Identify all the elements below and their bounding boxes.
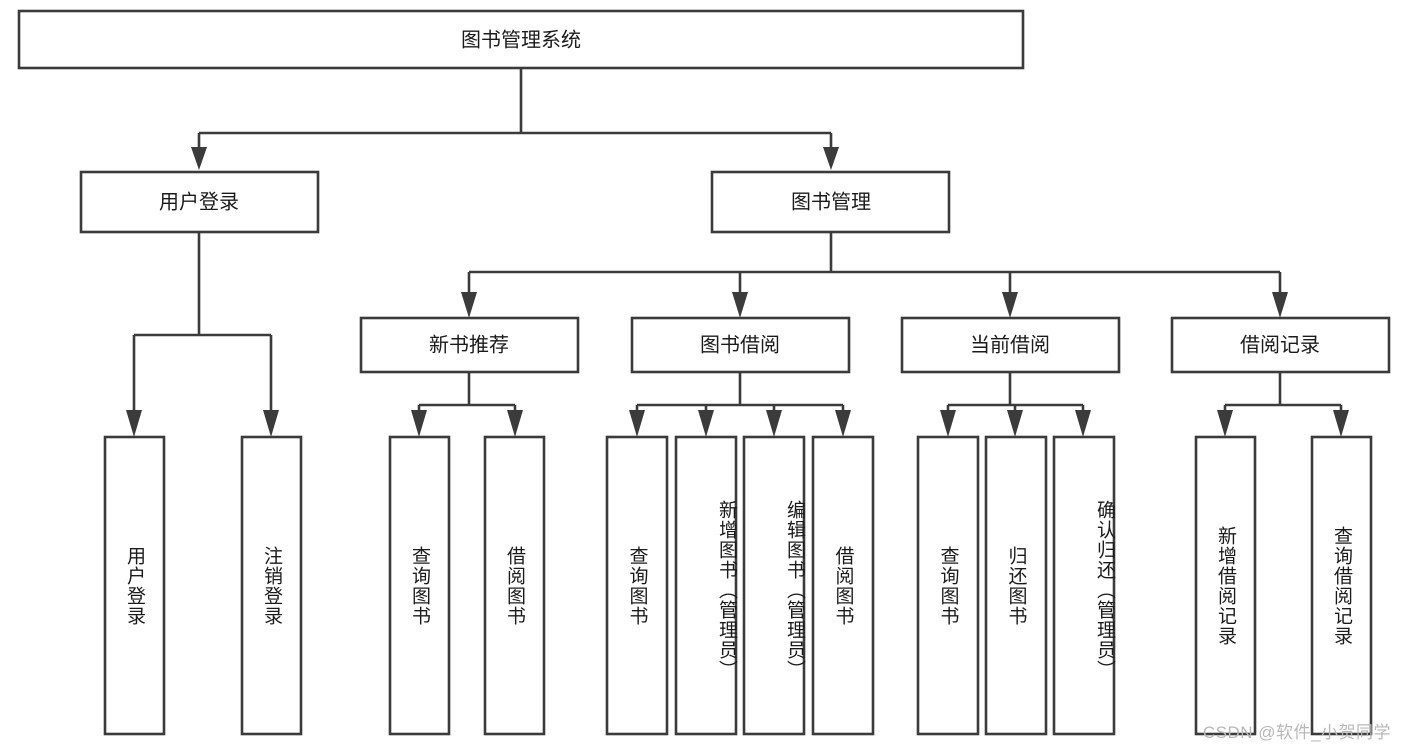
arrowhead-current-borrow-leaf3 [1075, 410, 1091, 437]
leaf-user-login-login[interactable] [103, 435, 166, 736]
arrowhead-book-borrow-leaf4 [835, 410, 851, 437]
arrowhead-to-borrow-record [1272, 292, 1288, 318]
node-borrow-record[interactable] [1170, 316, 1391, 374]
node-current-borrow[interactable] [900, 316, 1121, 374]
node-book-management-label: 图书管理 [791, 190, 871, 213]
arrowhead-current-borrow-leaf1 [940, 410, 956, 437]
node-root-system-label: 图书管理系统 [461, 28, 581, 51]
arrowhead-user-login-leaf1 [126, 410, 142, 437]
node-book-borrow-label: 图书借阅 [700, 333, 780, 356]
csdn-watermark: CSDN @软件_小贺同学 [1202, 723, 1391, 742]
leaf-borrow-record-add[interactable] [1194, 435, 1257, 736]
arrowhead-new-book-leaf2 [507, 410, 523, 437]
leaf-current-borrow-confirm[interactable] [1052, 435, 1116, 736]
leaf-current-borrow-query[interactable] [916, 435, 980, 736]
leaf-current-borrow-return[interactable] [984, 435, 1048, 736]
node-borrow-record-label: 借阅记录 [1240, 333, 1320, 356]
leaf-new-book-query[interactable] [388, 435, 451, 736]
leaf-book-borrow-add[interactable] [674, 435, 738, 736]
arrowhead-to-current-borrow [1002, 292, 1018, 318]
arrowhead-borrow-record-leaf1 [1217, 410, 1233, 437]
arrowhead-current-borrow-leaf2 [1007, 410, 1023, 437]
arrowhead-new-book-leaf1 [411, 410, 427, 437]
arrowhead-user-login-leaf2 [263, 410, 279, 437]
arrowhead-borrow-record-leaf2 [1333, 410, 1349, 437]
arrowhead-to-user-login [191, 147, 207, 170]
arrowhead-to-new-book [461, 292, 477, 318]
arrowhead-book-borrow-leaf2 [698, 410, 714, 437]
arrowhead-to-book-borrow [732, 292, 748, 318]
arrowhead-book-borrow-leaf1 [629, 410, 645, 437]
leaf-user-login-logout[interactable] [240, 435, 303, 736]
node-current-borrow-label: 当前借阅 [970, 333, 1050, 356]
node-new-book-recommend[interactable] [359, 316, 580, 374]
node-root-system[interactable] [17, 9, 1025, 70]
arrowhead-to-book-mgmt [823, 147, 839, 170]
leaf-book-borrow-edit[interactable] [742, 435, 806, 736]
leaf-new-book-borrow[interactable] [483, 435, 546, 736]
node-book-borrow[interactable] [630, 316, 851, 374]
leaf-borrow-record-query[interactable] [1310, 435, 1373, 736]
arrowhead-book-borrow-leaf3 [766, 410, 782, 437]
leaf-book-borrow-borrow[interactable] [811, 435, 875, 736]
node-book-management[interactable] [710, 170, 951, 234]
node-new-book-recommend-label: 新书推荐 [429, 333, 509, 356]
node-user-login-label: 用户登录 [159, 190, 239, 213]
leaf-book-borrow-query[interactable] [605, 435, 669, 736]
